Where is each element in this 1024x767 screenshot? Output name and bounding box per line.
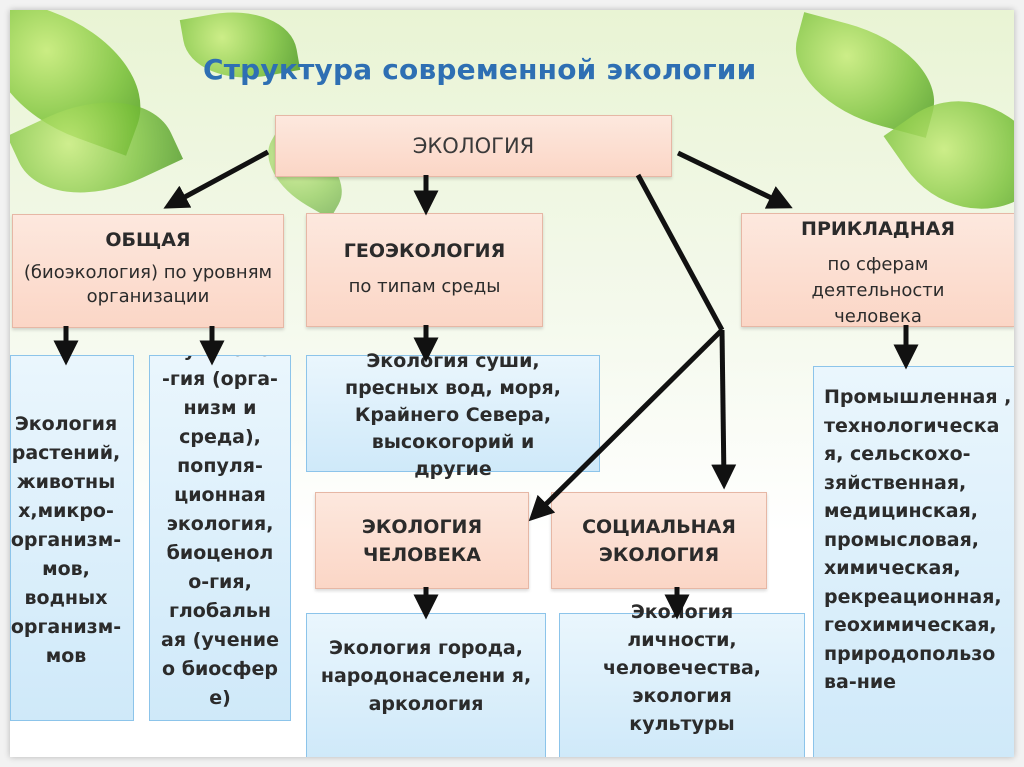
box-organisms: Экология растений, животны х,микро-орган… <box>10 355 134 721</box>
box-industries: Промышленная , технологическа я, сельско… <box>813 366 1014 757</box>
box-general: ОБЩАЯ (биоэкология) по уровням организац… <box>12 214 284 328</box>
box-city-ecology: Экология города, народонаселени я, аркол… <box>306 613 546 757</box>
organisms-text: Экология растений, животны х,микро-орган… <box>10 413 122 667</box>
root-box-ecology: ЭКОЛОГИЯ <box>275 115 672 177</box>
arrow-root-to-general <box>163 149 270 209</box>
arrow-junction-to-social <box>711 329 737 490</box>
general-heading: ОБЩАЯ <box>105 229 191 251</box>
slide: Структура современной экологии ЭКОЛОГИЯ … <box>10 10 1014 757</box>
box-autecology: Аутэколо -гия (орга-низм и среда), попул… <box>149 355 291 721</box>
geo-desc: по типам среды <box>348 276 501 297</box>
box-social-ecology: СОЦИАЛЬНАЯ ЭКОЛОГИЯ <box>551 492 767 589</box>
city-text: Экология города, народонаселени я, аркол… <box>320 637 532 715</box>
page-title: Структура современной экологии <box>203 53 757 86</box>
root-label: ЭКОЛОГИЯ <box>412 134 535 158</box>
box-environments: Экология суши, пресных вод, моря, Крайне… <box>306 350 600 480</box>
applied-desc: по сферам деятельности человека <box>811 254 945 327</box>
arrow-root-to-applied <box>676 150 793 209</box>
autecology-text: Аутэколо -гия (орга-низм и среда), попул… <box>161 356 279 709</box>
arrows-layer <box>53 149 919 620</box>
human-heading: ЭКОЛОГИЯ ЧЕЛОВЕКА <box>361 516 483 566</box>
box-applied: ПРИКЛАДНАЯ по сферам деятельности челове… <box>741 213 1014 327</box>
geo-heading: ГЕОЭКОЛОГИЯ <box>343 240 506 262</box>
slide-frame: Структура современной экологии ЭКОЛОГИЯ … <box>10 10 1014 757</box>
environments-text: Экология суши, пресных вод, моря, Крайне… <box>345 350 561 480</box>
line-root-to-junction <box>635 173 725 332</box>
applied-heading: ПРИКЛАДНАЯ <box>801 218 955 240</box>
box-human-ecology: ЭКОЛОГИЯ ЧЕЛОВЕКА <box>315 492 529 589</box>
industries-text: Промышленная , технологическа я, сельско… <box>824 386 1012 693</box>
arrow-junction-to-human <box>528 328 724 522</box>
social-heading: СОЦИАЛЬНАЯ ЭКОЛОГИЯ <box>582 516 736 566</box>
general-desc: (биоэкология) по уровням организации <box>23 262 273 307</box>
